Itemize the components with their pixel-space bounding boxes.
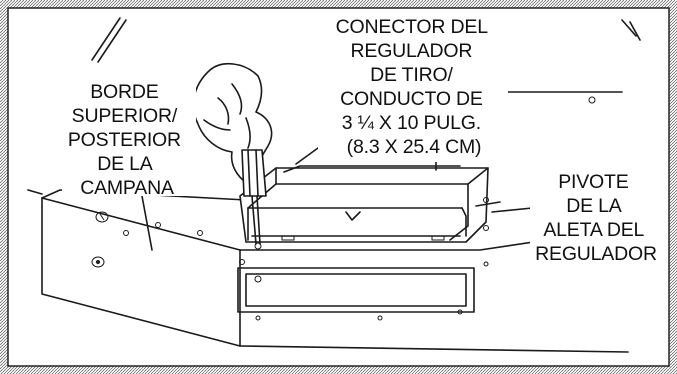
hood-edge-leader [141, 195, 153, 251]
pivot-leader [491, 207, 533, 213]
pivot-line: ALETA DEL [543, 219, 644, 241]
hood-edge-line: DE LA [97, 153, 153, 175]
screwdriver-icon [241, 149, 267, 250]
pivot-line: DE LA [566, 195, 622, 217]
hood-body [27, 17, 641, 353]
hood-edge-line: POSTERIOR [68, 129, 181, 151]
connector-line: 3 ¼ X 10 PULG. [342, 112, 481, 134]
connector-line: CONECTOR DEL [336, 16, 489, 38]
pivot-line: REGULADOR [535, 243, 657, 265]
connector-line: (8.3 X 25.4 CM) [347, 136, 482, 158]
pivot-label: PIVOTE DE LA ALETA DEL REGULADOR [535, 171, 657, 265]
connector-label: CONECTOR DEL REGULADOR DE TIRO/ CONDUCTO… [336, 16, 493, 158]
hood-edge-line: BORDE [90, 81, 159, 103]
pivot-line: PIVOTE [558, 171, 629, 193]
connector-line: CONDUCTO DE [340, 88, 483, 110]
hood-edge-label: BORDE SUPERIOR/ POSTERIOR DE LA CAMPANA [68, 81, 186, 199]
hood-edge-line: CAMPANA [80, 177, 174, 199]
damper-connector [239, 165, 501, 243]
hood-edge-line: SUPERIOR/ [72, 105, 178, 127]
connector-line: DE TIRO/ [370, 64, 453, 86]
connector-line: REGULADOR [351, 40, 473, 62]
